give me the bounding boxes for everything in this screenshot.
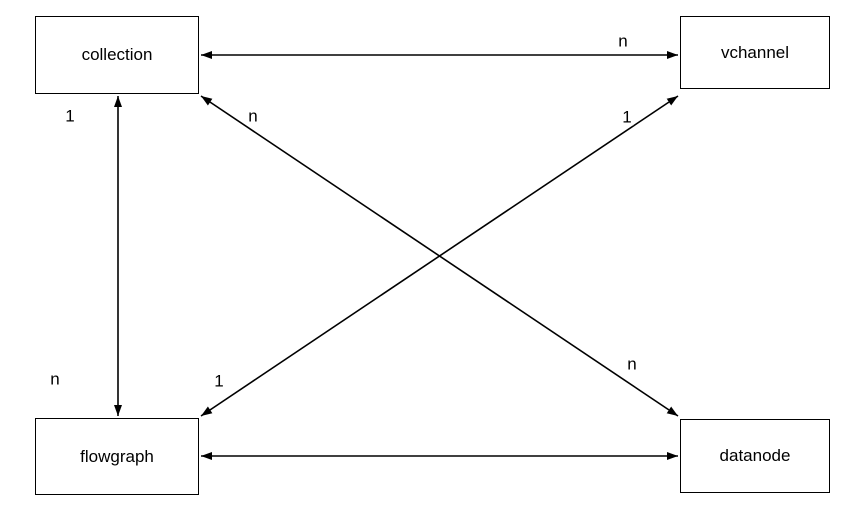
node-datanode: datanode xyxy=(680,419,830,493)
multiplicity-collection-flowgraph-1: 1 xyxy=(63,106,77,126)
node-collection-label: collection xyxy=(81,45,153,64)
multiplicity-collection-datanode-n-bottom: n xyxy=(625,354,639,374)
multiplicity-flowgraph-vchannel-1-bottom: 1 xyxy=(212,371,226,391)
node-flowgraph: flowgraph xyxy=(35,418,199,495)
multiplicity-collection-vchannel-n: n xyxy=(616,31,630,51)
multiplicity-collection-flowgraph-n: n xyxy=(48,369,62,389)
node-datanode-label: datanode xyxy=(719,446,791,465)
node-flowgraph-label: flowgraph xyxy=(80,446,154,466)
edge-flowgraph-vchannel xyxy=(200,95,679,417)
multiplicity-collection-datanode-n-top: n xyxy=(246,106,260,126)
multiplicity-flowgraph-vchannel-1-top: 1 xyxy=(620,107,634,127)
node-collection: collection xyxy=(35,16,199,94)
node-vchannel-label: vchannel xyxy=(720,42,790,62)
node-vchannel: vchannel xyxy=(680,16,830,89)
